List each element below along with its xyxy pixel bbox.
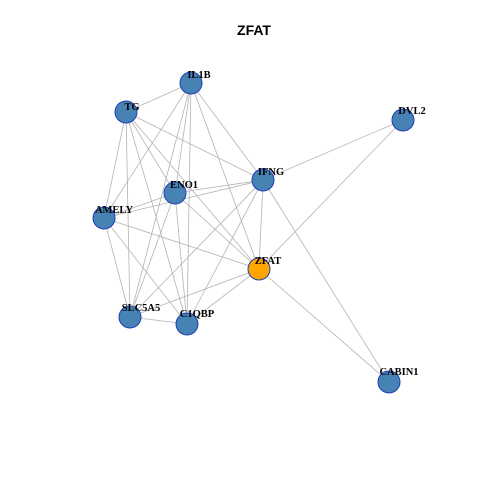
node-label-eno1: ENO1 [170, 180, 198, 191]
edge-tg-amely [103, 111, 127, 219]
edge-amely-zfat [103, 217, 260, 270]
node-tg[interactable] [114, 100, 138, 124]
edges-layer [103, 82, 404, 383]
node-label-c1qbp: C1QBP [180, 309, 215, 320]
node-label-zfat: ZFAT [255, 256, 281, 267]
edge-eno1-zfat [174, 192, 260, 270]
edge-tg-slc5a5 [125, 111, 131, 318]
edge-il1b-c1qbp [186, 82, 192, 325]
edge-amely-c1qbp [103, 217, 188, 325]
edge-il1b-ifng [190, 82, 264, 181]
node-label-tg: TG [124, 102, 139, 113]
edge-ifng-cabin1 [262, 179, 390, 383]
edge-dvl2-ifng [262, 119, 404, 181]
node-amely[interactable] [92, 206, 116, 230]
edge-il1b-tg [125, 82, 192, 113]
node-eno1[interactable] [163, 181, 187, 205]
node-label-cabin1: CABIN1 [379, 367, 418, 378]
edge-tg-eno1 [125, 111, 176, 194]
edge-dvl2-zfat [258, 119, 404, 270]
edge-il1b-zfat [190, 82, 260, 270]
edge-eno1-c1qbp [174, 192, 188, 325]
node-c1qbp[interactable] [175, 312, 199, 336]
edge-eno1-amely [103, 192, 176, 219]
edge-ifng-c1qbp [186, 179, 264, 325]
node-label-slc5a5: SLC5A5 [122, 303, 161, 314]
node-il1b[interactable] [179, 71, 203, 95]
node-label-amely: AMELY [95, 205, 134, 216]
edge-il1b-eno1 [174, 82, 192, 194]
node-label-ifng: IFNG [258, 167, 284, 178]
edge-il1b-slc5a5 [129, 82, 192, 318]
graph-title: ZFAT [237, 22, 271, 38]
edge-amely-slc5a5 [103, 217, 131, 318]
edge-il1b-amely [103, 82, 192, 219]
edge-tg-c1qbp [125, 111, 188, 325]
edge-eno1-slc5a5 [129, 192, 176, 318]
node-zfat[interactable] [247, 257, 271, 281]
edge-ifng-zfat [258, 179, 264, 270]
node-slc5a5[interactable] [118, 305, 142, 329]
nodes-layer [92, 71, 415, 394]
edge-zfat-slc5a5 [129, 268, 260, 318]
edge-zfat-c1qbp [186, 268, 260, 325]
edge-tg-ifng [125, 111, 264, 181]
edge-zfat-cabin1 [258, 268, 390, 383]
node-dvl2[interactable] [391, 108, 415, 132]
node-label-il1b: IL1B [187, 70, 210, 81]
node-cabin1[interactable] [377, 370, 401, 394]
edge-ifng-eno1 [174, 179, 264, 194]
node-label-dvl2: DVL2 [398, 106, 425, 117]
node-ifng[interactable] [251, 168, 275, 192]
